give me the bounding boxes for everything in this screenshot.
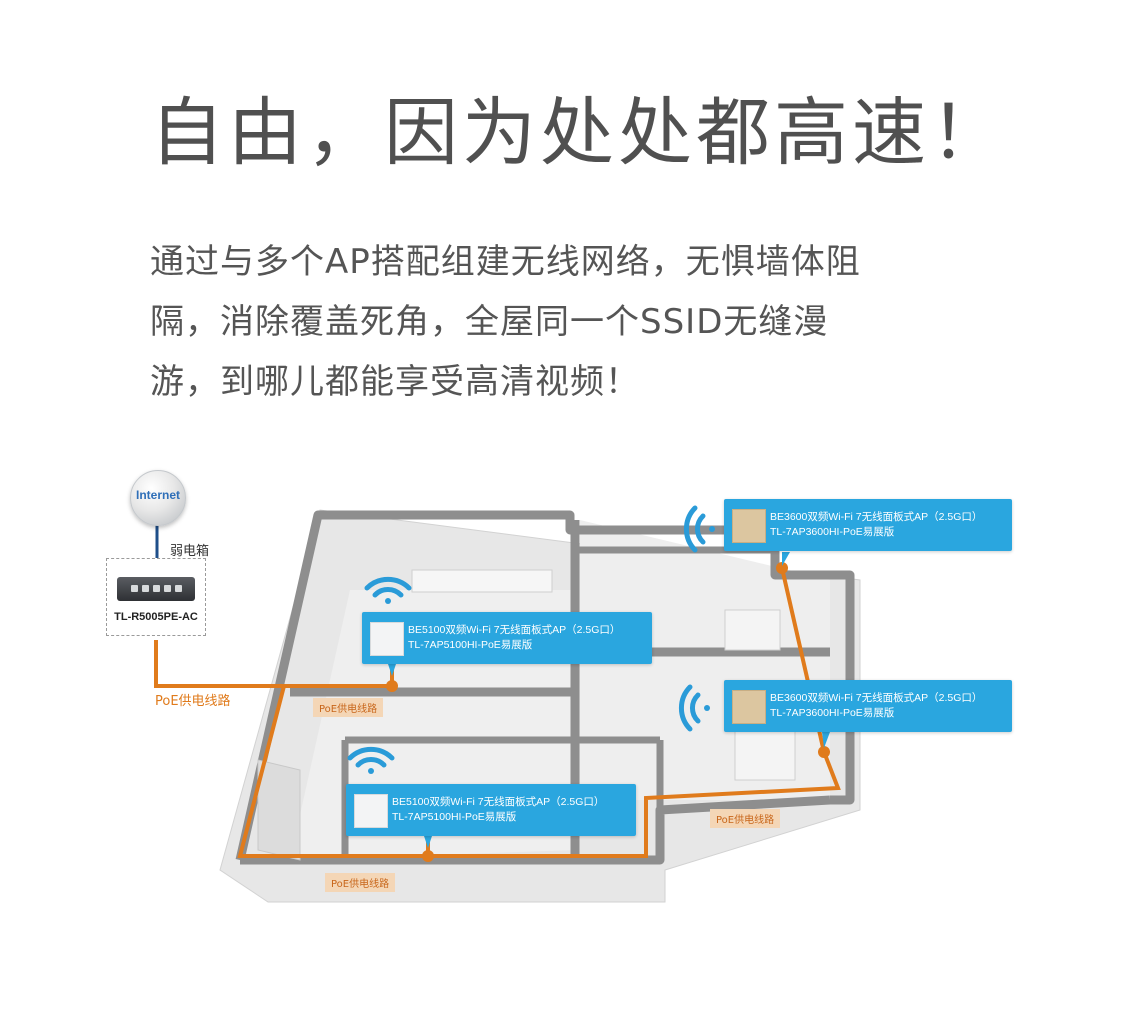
weak-current-box-label: 弱电箱 bbox=[170, 544, 210, 559]
weak-current-box: TL-R5005PE-AC bbox=[106, 558, 206, 636]
ap-panel-icon bbox=[732, 509, 766, 543]
ap-model: TL-7AP3600HI-PoE易展版 bbox=[770, 707, 895, 719]
poe-node bbox=[422, 850, 434, 862]
poe-node bbox=[776, 562, 788, 574]
port bbox=[131, 585, 138, 592]
wifi-icon bbox=[347, 746, 395, 774]
poe-tag: PoE供电线路 bbox=[710, 809, 781, 828]
ap-card: BE3600双频Wi-Fi 7无线面板式AP（2.5G口） TL-7AP3600… bbox=[724, 680, 1012, 732]
wifi-icon bbox=[678, 684, 710, 732]
door-panel bbox=[257, 759, 301, 861]
switch-model: TL-R5005PE-AC bbox=[114, 611, 198, 623]
poe-line bbox=[154, 640, 392, 688]
ap-model: TL-7AP5100HI-PoE易展版 bbox=[392, 811, 517, 823]
wifi-icon bbox=[683, 505, 715, 553]
poe-tag: PoE供电线路 bbox=[313, 698, 384, 717]
ap-model: TL-7AP5100HI-PoE易展版 bbox=[408, 639, 533, 651]
port bbox=[153, 585, 160, 592]
card-pointer bbox=[782, 552, 790, 566]
poe-main-label: PoE供电线路 bbox=[155, 694, 231, 709]
port bbox=[164, 585, 171, 592]
ap-name: BE3600双频Wi-Fi 7无线面板式AP（2.5G口） bbox=[770, 511, 983, 523]
description-line: 隔，消除覆盖死角，全屋同一个SSID无缝漫 bbox=[150, 302, 829, 342]
ap-card: BE5100双频Wi-Fi 7无线面板式AP（2.5G口） TL-7AP5100… bbox=[346, 784, 636, 836]
card-pointer bbox=[822, 732, 830, 748]
ap-name: BE5100双频Wi-Fi 7无线面板式AP（2.5G口） bbox=[408, 624, 621, 636]
network-diagram: Internet 弱电箱 TL-R5005PE-AC PoE供电线路 PoE供电… bbox=[0, 440, 1125, 960]
ap-panel-icon bbox=[732, 690, 766, 724]
tv-cabinet bbox=[411, 569, 553, 593]
ap-card: BE3600双频Wi-Fi 7无线面板式AP（2.5G口） TL-7AP3600… bbox=[724, 499, 1012, 551]
wifi-icon bbox=[364, 576, 412, 604]
switch-icon bbox=[117, 577, 195, 601]
headline: 自由，因为处处都高速！ bbox=[150, 90, 1008, 176]
ap-panel-icon bbox=[370, 622, 404, 656]
port bbox=[142, 585, 149, 592]
description-line: 游，到哪儿都能享受高清视频！ bbox=[150, 362, 640, 402]
internet-label: Internet bbox=[135, 488, 180, 502]
outer-wall-bottom bbox=[240, 795, 831, 865]
description-line: 通过与多个AP搭配组建无线网络，无惧墙体阻 bbox=[150, 242, 861, 282]
furniture bbox=[724, 609, 781, 651]
ap-panel-icon bbox=[354, 794, 388, 828]
poe-node bbox=[818, 746, 830, 758]
card-pointer bbox=[424, 836, 432, 848]
poe-tag: PoE供电线路 bbox=[325, 873, 396, 892]
poe-node bbox=[386, 680, 398, 692]
ap-card: BE5100双频Wi-Fi 7无线面板式AP（2.5G口） TL-7AP5100… bbox=[362, 612, 652, 664]
port bbox=[175, 585, 182, 592]
description: 通过与多个AP搭配组建无线网络，无惧墙体阻 隔，消除覆盖死角，全屋同一个SSID… bbox=[150, 232, 930, 412]
ap-model: TL-7AP3600HI-PoE易展版 bbox=[770, 526, 895, 538]
card-pointer bbox=[388, 664, 396, 676]
ap-name: BE5100双频Wi-Fi 7无线面板式AP（2.5G口） bbox=[392, 796, 605, 808]
globe-icon: Internet bbox=[130, 470, 186, 526]
ap-name: BE3600双频Wi-Fi 7无线面板式AP（2.5G口） bbox=[770, 692, 983, 704]
